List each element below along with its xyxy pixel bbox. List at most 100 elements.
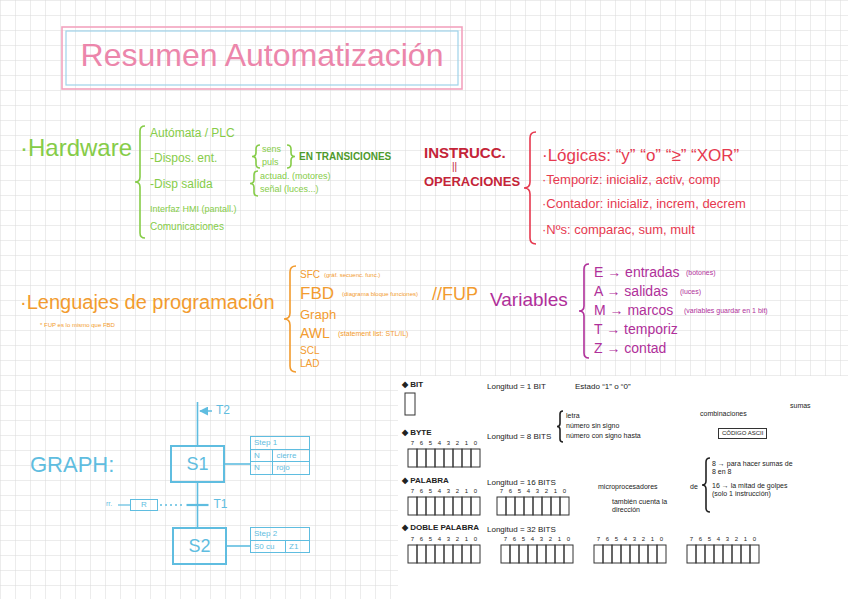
note-text: 16 → la mitad de golpes (solo 1 instrucc… bbox=[712, 482, 797, 499]
bit-cell bbox=[417, 545, 426, 563]
bit-index: 6 bbox=[506, 488, 515, 494]
bit-cell bbox=[471, 449, 480, 467]
bit-cell bbox=[741, 545, 750, 563]
note-text: FBD bbox=[300, 284, 334, 304]
step-link bbox=[225, 463, 250, 465]
bit-index: 1 bbox=[741, 536, 750, 542]
note-text: ·Lógicas: “y” “o” “≥” “XOR” bbox=[542, 146, 739, 166]
bit-cell bbox=[542, 497, 551, 515]
bit-cell bbox=[444, 449, 453, 467]
note-text: (luces) bbox=[680, 288, 701, 296]
note-text: microprocesadores bbox=[598, 483, 658, 491]
note-text: SFC bbox=[300, 269, 320, 281]
curly-bracket bbox=[287, 145, 295, 168]
bit-cell bbox=[732, 545, 741, 563]
bit-index: 5 bbox=[426, 536, 435, 542]
t2-pointer bbox=[200, 410, 212, 412]
note-text: Longitud = 16 BITS bbox=[487, 478, 556, 488]
note-text: Longitud = 32 BITS bbox=[487, 525, 556, 535]
bit-index: 1 bbox=[462, 488, 471, 494]
note-text: Graph bbox=[300, 307, 336, 323]
bit-cell bbox=[564, 545, 573, 563]
bit-cell bbox=[594, 545, 603, 563]
bit-index: 1 bbox=[462, 536, 471, 542]
step-box: S1 bbox=[170, 445, 225, 483]
note-text: combinaciones bbox=[700, 410, 747, 418]
note-text: LAD bbox=[300, 358, 319, 370]
bit-index: 5 bbox=[426, 440, 435, 446]
curly-bracket bbox=[524, 132, 536, 244]
note-text: T → temporiz bbox=[594, 321, 678, 338]
bit-cell bbox=[551, 497, 560, 515]
bit-cell bbox=[453, 449, 462, 467]
page-title: Resumen Automatización bbox=[62, 36, 462, 74]
table-cell: Z1 bbox=[286, 540, 309, 553]
note-text: Variables bbox=[490, 289, 568, 312]
bit-index: 5 bbox=[515, 488, 524, 494]
bit-index: 6 bbox=[696, 536, 705, 542]
bit-index: 1 bbox=[648, 536, 657, 542]
bit-index: 7 bbox=[687, 536, 696, 542]
bit-cell bbox=[417, 497, 426, 515]
curly-bracket bbox=[702, 458, 710, 512]
bit-index: 2 bbox=[546, 536, 555, 542]
bit-index: 7 bbox=[497, 488, 506, 494]
note-text: OPERACIONES bbox=[424, 174, 520, 190]
bit-cell bbox=[657, 545, 666, 563]
note-text: SCL bbox=[300, 345, 319, 357]
condition-wire bbox=[160, 504, 185, 505]
bit-index: 3 bbox=[630, 536, 639, 542]
note-text: sens bbox=[262, 144, 281, 155]
bit-cell bbox=[471, 497, 480, 515]
table-cell: cierre bbox=[273, 449, 309, 462]
bit-cell bbox=[506, 497, 515, 515]
bit-cell bbox=[687, 545, 696, 563]
bit-index: 2 bbox=[542, 488, 551, 494]
bit-cell bbox=[639, 545, 648, 563]
bit-cell bbox=[426, 545, 435, 563]
bit-cell bbox=[453, 497, 462, 515]
node-label: S1 bbox=[186, 455, 208, 473]
bit-cell bbox=[519, 545, 528, 563]
bit-cell bbox=[501, 545, 510, 563]
note-text: número sin signo bbox=[566, 422, 619, 430]
bit-cell bbox=[528, 545, 537, 563]
bit-index: 0 bbox=[657, 536, 666, 542]
condition-wire bbox=[118, 504, 130, 505]
note-text: Estado “1” o “0” bbox=[575, 382, 631, 392]
node-label: R bbox=[141, 501, 147, 509]
note-text: sumas bbox=[790, 402, 811, 410]
bit-index: 0 bbox=[471, 440, 480, 446]
bit-index: 3 bbox=[537, 536, 546, 542]
note-text: letra bbox=[566, 412, 580, 420]
step-link bbox=[197, 483, 199, 527]
note-text: actuad. (motores) bbox=[260, 171, 331, 182]
bit-index: 0 bbox=[564, 536, 573, 542]
bit-cell bbox=[408, 545, 417, 563]
note-text: Interfaz HMI (pantall.) bbox=[150, 204, 237, 215]
bit-index: 5 bbox=[705, 536, 714, 542]
bit-index: 0 bbox=[750, 536, 759, 542]
bit-cell bbox=[546, 545, 555, 563]
note-text: //FUP bbox=[432, 284, 478, 306]
note-text: ◆ DOBLE PALABRA bbox=[402, 523, 479, 533]
bit-cell bbox=[405, 393, 415, 415]
bit-cell bbox=[453, 545, 462, 563]
curly-bracket bbox=[252, 145, 260, 168]
note-text: A → salidas bbox=[594, 283, 668, 300]
bit-index: 5 bbox=[426, 488, 435, 494]
bit-index: 2 bbox=[639, 536, 648, 542]
note-text: INSTRUCC. bbox=[424, 144, 506, 162]
bit-cell bbox=[630, 545, 639, 563]
table-cell: N bbox=[251, 461, 273, 474]
note-text: señal (luces...) bbox=[260, 184, 319, 195]
bit-index: 2 bbox=[732, 536, 741, 542]
node-label: CÓDIGO ASCII bbox=[722, 430, 763, 437]
table-cell: S0 cu bbox=[251, 540, 286, 553]
step-box: S2 bbox=[172, 527, 227, 565]
curly-bracket bbox=[579, 264, 589, 358]
bit-index: 4 bbox=[621, 536, 630, 542]
bit-index: 3 bbox=[723, 536, 732, 542]
bit-cell bbox=[560, 497, 569, 515]
